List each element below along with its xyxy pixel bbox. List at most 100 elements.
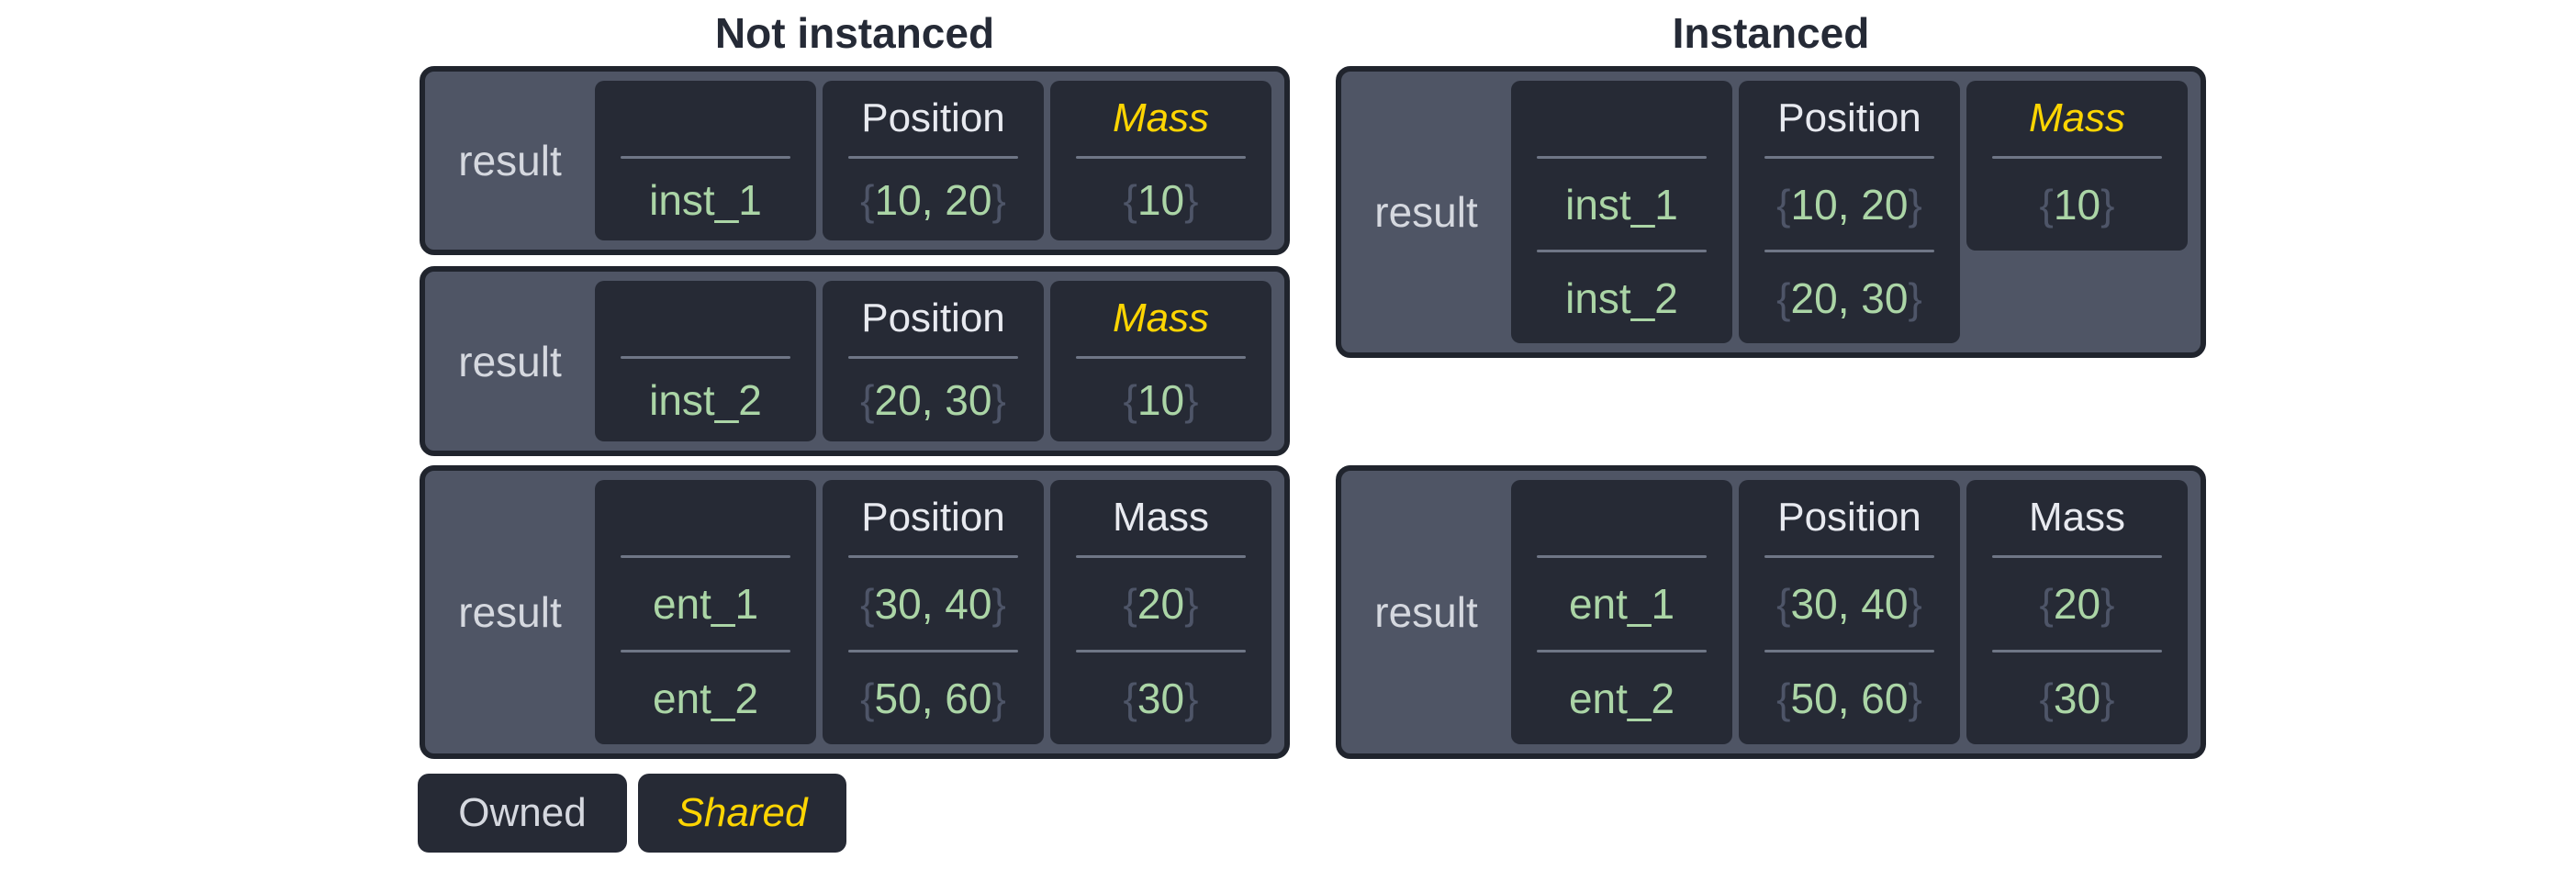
mass-value: {10}: [1050, 359, 1271, 441]
open-brace: {: [860, 580, 875, 628]
column-header: [595, 81, 816, 156]
position-column: Position {30, 40} {50, 60}: [823, 480, 1044, 744]
result-label: result: [458, 137, 562, 184]
value-text: 30, 40: [874, 580, 992, 628]
mass-value: {20}: [1966, 558, 2188, 650]
open-brace: {: [860, 376, 875, 424]
legend-shared-chip: Shared: [638, 774, 846, 853]
close-brace: }: [1184, 580, 1199, 628]
column-header-shared: Mass: [2028, 95, 2126, 140]
value-text: 30: [2053, 675, 2101, 722]
title-instanced: Instanced: [1672, 9, 1870, 57]
close-brace: }: [991, 580, 1006, 628]
value-text: 50, 60: [1790, 675, 1909, 722]
entity-name-value: ent_1: [1568, 580, 1675, 628]
entity-name-value: ent_2: [1568, 675, 1675, 722]
open-brace: {: [1123, 580, 1137, 628]
open-brace: {: [2039, 675, 2054, 722]
close-brace: }: [991, 376, 1006, 424]
row-divider: [1076, 555, 1246, 558]
close-brace: }: [1184, 175, 1199, 224]
result-label: result: [458, 588, 562, 636]
position-value: {50, 60}: [1739, 652, 1960, 744]
position-column: Position {10, 20} {20, 30}: [1739, 81, 1960, 343]
value-text: 10, 20: [1790, 180, 1909, 229]
value-text: 20, 30: [1790, 273, 1909, 322]
open-brace: {: [1123, 175, 1137, 224]
result-label: result: [458, 337, 562, 385]
entity-name-column: inst_2: [595, 281, 816, 441]
value-text: 10: [2053, 181, 2101, 229]
open-brace: {: [1776, 180, 1791, 229]
entity-name-column: ent_1 ent_2: [595, 480, 816, 744]
columns-group: inst_2 Position {20, 30} Mass {10}: [595, 281, 1271, 441]
entity-name-column: inst_1: [595, 81, 816, 240]
open-brace: {: [2039, 181, 2054, 229]
close-brace: }: [2100, 580, 2115, 628]
position-value: {10, 20}: [823, 159, 1044, 240]
mass-value: {10}: [1966, 159, 2188, 251]
open-brace: {: [1776, 675, 1791, 722]
column-header: Position: [861, 95, 1005, 140]
entity-name-value: inst_2: [1565, 273, 1678, 322]
row-divider: [1992, 555, 2162, 558]
mass-column: Mass {20} {30}: [1050, 480, 1271, 744]
column-header: [595, 281, 816, 356]
column-header: Mass: [1112, 495, 1210, 540]
result-box-instanced-1: result inst_1 inst_2 Position {10, 20} {…: [1336, 66, 2206, 358]
result-box-not-instanced-1: result inst_1 Position {10, 20} Mass {10…: [420, 66, 1290, 255]
column-header: [1511, 480, 1732, 555]
legend-owned-chip: Owned: [418, 774, 627, 853]
column-header: Position: [861, 495, 1005, 540]
row-divider: [621, 555, 790, 558]
close-brace: }: [1908, 580, 1922, 628]
title-not-instanced: Not instanced: [714, 9, 995, 57]
row-divider: [1076, 156, 1246, 159]
position-column: Position {20, 30}: [823, 281, 1044, 441]
open-brace: {: [860, 675, 875, 722]
row-divider: [1764, 555, 1934, 558]
mass-column: Mass {20} {30}: [1966, 480, 2188, 744]
result-label: result: [1374, 188, 1478, 236]
close-brace: }: [991, 175, 1006, 224]
value-text: 10, 20: [874, 175, 992, 224]
row-divider: [1992, 156, 2162, 159]
position-value: {20, 30}: [823, 359, 1044, 441]
entity-name-column: ent_1 ent_2: [1511, 480, 1732, 744]
column-header: Position: [861, 296, 1005, 340]
row-divider: [1764, 156, 1934, 159]
position-column: Position {10, 20}: [823, 81, 1044, 240]
open-brace: {: [1776, 273, 1791, 322]
entity-name-value: ent_1: [652, 580, 759, 628]
close-brace: }: [1908, 675, 1922, 722]
row-divider: [1764, 250, 1934, 252]
row-divider: [1076, 650, 1246, 652]
open-brace: {: [1123, 376, 1137, 424]
entity-name-value: inst_2: [649, 376, 762, 424]
position-value: {50, 60}: [823, 652, 1044, 744]
value-text: 30: [1137, 675, 1185, 722]
row-divider: [1537, 555, 1707, 558]
close-brace: }: [2100, 181, 2115, 229]
close-brace: }: [1184, 376, 1199, 424]
column-header: [595, 480, 816, 555]
mass-value: {30}: [1050, 652, 1271, 744]
value-text: 50, 60: [874, 675, 992, 722]
value-text: 20: [2053, 580, 2101, 628]
open-brace: {: [2039, 580, 2054, 628]
row-divider: [1537, 650, 1707, 652]
columns-group: inst_1 inst_2 Position {10, 20} {20, 30}…: [1511, 81, 2188, 343]
position-value: {30, 40}: [1739, 558, 1960, 650]
close-brace: }: [991, 675, 1006, 722]
open-brace: {: [860, 175, 875, 224]
result-box-instanced-2: result ent_1 ent_2 Position {30, 40} {50…: [1336, 465, 2206, 759]
position-value: {20, 30}: [1739, 252, 1960, 343]
result-label: result: [1374, 588, 1478, 636]
column-header-shared: Mass: [1112, 296, 1210, 340]
row-divider: [1076, 356, 1246, 359]
row-divider: [1537, 250, 1707, 252]
position-value: {10, 20}: [1739, 159, 1960, 250]
open-brace: {: [1776, 580, 1791, 628]
result-box-not-instanced-3: result ent_1 ent_2 Position {30, 40} {50…: [420, 465, 1290, 759]
row-divider: [848, 156, 1018, 159]
